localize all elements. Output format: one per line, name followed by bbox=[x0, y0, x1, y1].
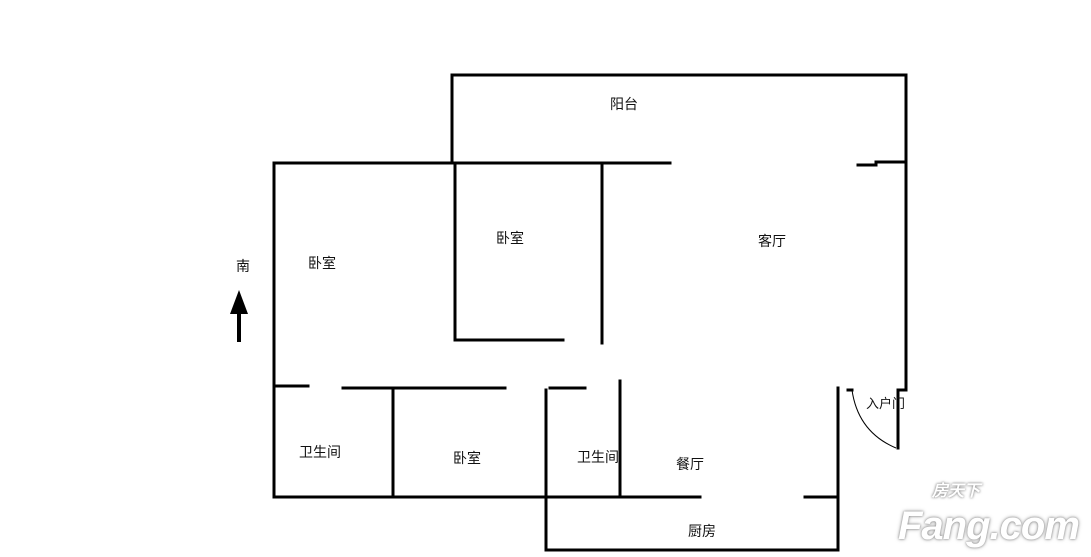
compass-label: 南 bbox=[236, 259, 250, 275]
door-swing-arc bbox=[851, 389, 897, 449]
label-kitchen: 厨房 bbox=[688, 524, 716, 540]
label-bathroom-right: 卫生间 bbox=[577, 450, 619, 466]
label-bedroom-bottom: 卧室 bbox=[453, 451, 481, 467]
label-dining-room: 餐厅 bbox=[676, 457, 704, 473]
label-balcony: 阳台 bbox=[610, 97, 638, 113]
watermark-chinese: 房天下 bbox=[932, 481, 981, 500]
label-bedroom-middle: 卧室 bbox=[496, 231, 524, 247]
arrow-up-icon bbox=[230, 290, 248, 342]
watermark-logo: 房天下 Fang.com bbox=[898, 482, 1088, 554]
watermark-english: Fang.com bbox=[898, 504, 1080, 548]
label-bathroom-left: 卫生间 bbox=[299, 445, 341, 461]
label-bedroom-master: 卧室 bbox=[308, 256, 336, 272]
label-entrance: 入户门 bbox=[866, 397, 906, 412]
label-living-room: 客厅 bbox=[758, 234, 786, 250]
